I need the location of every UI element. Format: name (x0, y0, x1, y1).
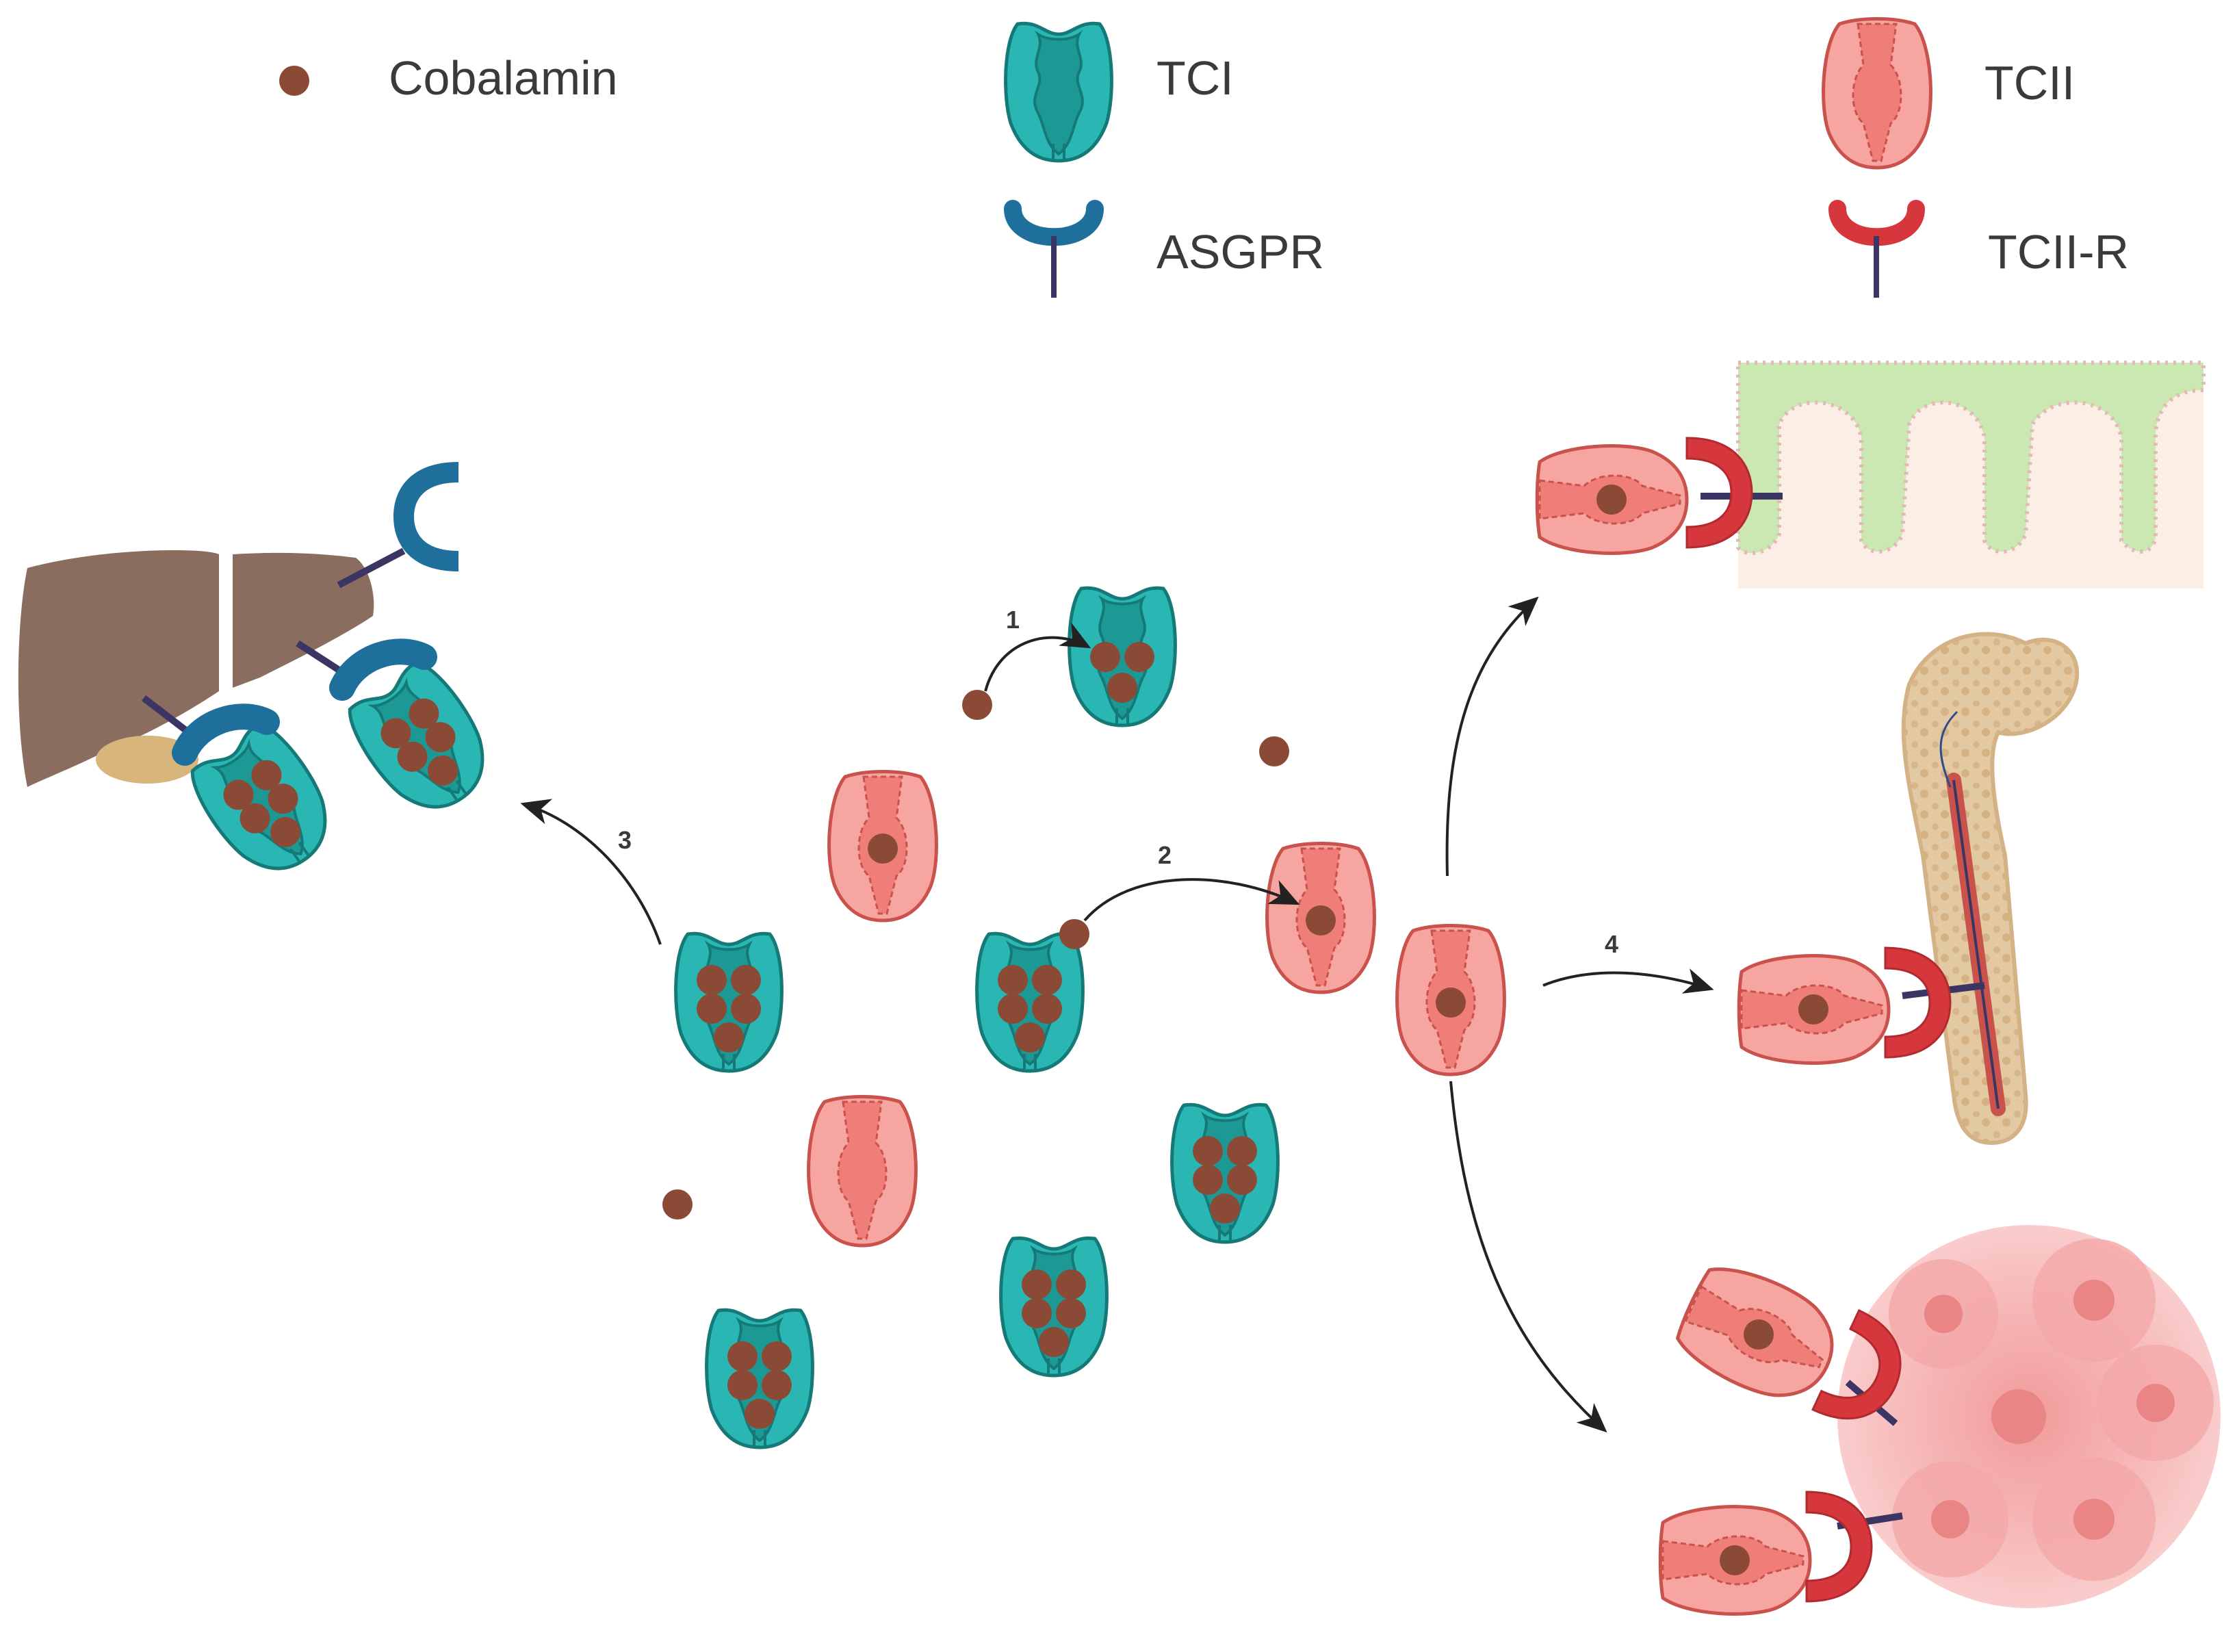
legend-item-cobalamin: Cobalamin (279, 51, 618, 105)
free-cobalamin-1 (962, 690, 992, 720)
liver-group (18, 462, 506, 890)
tci-icon (1006, 23, 1112, 161)
bone-group (1739, 632, 2080, 1146)
tci-bound-liver-1 (340, 655, 506, 828)
arrow-step4 (1542, 968, 1714, 994)
legend-label-tcii: TCII (1984, 56, 2075, 109)
tciir-icon (1828, 200, 1925, 298)
central-pool (662, 588, 1504, 1447)
arrow-step2 (1083, 878, 1300, 922)
step-label-3: 3 (618, 826, 632, 854)
cobalamin-step2 (1059, 919, 1089, 949)
legend-label-tciir: TCII-R (1988, 225, 2129, 279)
legend-item-tciir: TCII-R (1828, 200, 2129, 298)
tumor-icon (1837, 1225, 2221, 1608)
legend-label-tci: TCI (1156, 51, 1234, 105)
tci-loaded-3 (707, 1310, 813, 1447)
free-cobalamin-3 (662, 1189, 693, 1219)
tcii-free-1 (829, 772, 937, 921)
tci-center (977, 933, 1083, 1071)
step-label-1: 1 (1006, 606, 1020, 634)
legend-label-asgpr: ASGPR (1156, 225, 1324, 279)
legend-item-asgpr: ASGPR (1004, 200, 1324, 298)
free-cobalamin-2 (1259, 736, 1289, 766)
legend-label-cobalamin: Cobalamin (389, 51, 618, 105)
tcii-step4 (1397, 926, 1505, 1075)
tci-loaded-2 (1001, 1238, 1107, 1376)
tumor-group (1660, 1225, 2221, 1614)
tci-loaded-1 (1172, 1105, 1278, 1242)
arrow-step3 (520, 799, 662, 945)
legend: Cobalamin TCI TCII ASGPR TCII-R (279, 19, 2129, 298)
legend-item-tcii: TCII (1824, 19, 2075, 168)
tci-step1 (1070, 588, 1176, 725)
arrow-to-intestine (1445, 596, 1539, 877)
bone-icon (1901, 632, 2080, 1146)
tci-step3 (676, 933, 782, 1071)
asgpr-icon (1004, 200, 1104, 298)
cobalamin-icon (279, 66, 309, 96)
step-label-4: 4 (1605, 930, 1618, 958)
tcii-free-2 (809, 1097, 916, 1246)
intestine-icon (1736, 361, 2206, 589)
liver-icon (18, 550, 374, 787)
legend-item-tci: TCI (1006, 23, 1234, 161)
arrow-step1 (984, 622, 1091, 692)
tcii-bound-tumor-2 (1660, 1507, 1810, 1614)
tcii-bound-intestine (1537, 446, 1687, 554)
tcii-bound-bone (1739, 956, 1889, 1063)
step-label-2: 2 (1158, 841, 1172, 869)
tcii-step2 (1267, 844, 1375, 993)
gallbladder-shape (96, 736, 198, 784)
arrows (520, 596, 1714, 1433)
arrow-to-tumor (1449, 1081, 1607, 1433)
tcii-icon (1824, 19, 1931, 168)
intestine-group (1537, 361, 2206, 589)
